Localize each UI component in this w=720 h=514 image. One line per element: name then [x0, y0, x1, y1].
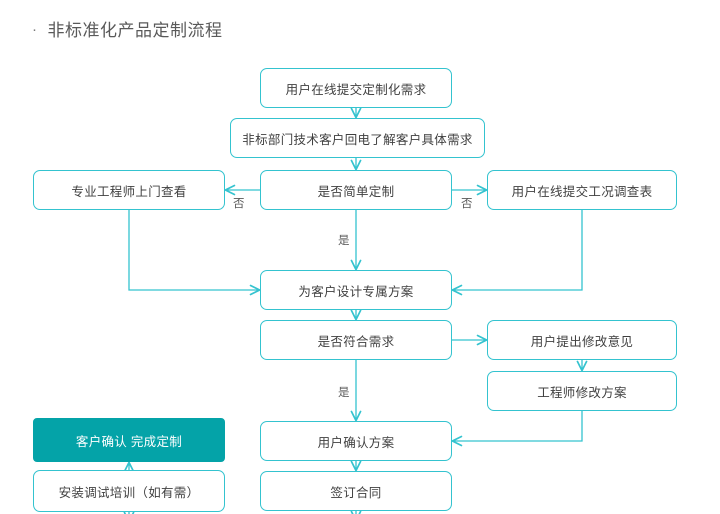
edge-n9-n10 — [451, 411, 583, 447]
node-label: 用户在线提交工况调查表 — [511, 184, 653, 199]
node-submit-custom-request[interactable]: 用户在线提交定制化需求 — [260, 68, 452, 108]
node-design-exclusive-plan[interactable]: 为客户设计专属方案 — [260, 270, 452, 310]
node-engineer-revise-plan[interactable]: 工程师修改方案 — [487, 371, 677, 411]
edge-label-yes-upper: 是 — [338, 235, 350, 247]
bullet-icon: · — [32, 21, 38, 38]
node-sign-contract[interactable]: 签订合同 — [260, 471, 452, 511]
node-label: 专业工程师上门查看 — [71, 184, 187, 199]
node-submit-condition-survey[interactable]: 用户在线提交工况调查表 — [487, 170, 677, 210]
edge-label-no-left: 否 — [233, 198, 245, 210]
node-label: 工程师修改方案 — [537, 385, 627, 400]
node-label: 为客户设计专属方案 — [298, 284, 414, 299]
node-label: 用户确认方案 — [317, 435, 395, 450]
edge-n4-n6 — [128, 210, 261, 296]
node-customer-confirm-complete[interactable]: 客户确认 完成定制 — [33, 418, 225, 462]
edge-label-yes-lower: 是 — [338, 387, 350, 399]
node-label: 签订合同 — [330, 485, 382, 500]
edge-n5-n6 — [451, 210, 583, 296]
node-label: 非标部门技术客户回电了解客户具体需求 — [242, 132, 473, 147]
node-is-simple-customization[interactable]: 是否简单定制 — [260, 170, 452, 210]
node-label: 是否符合需求 — [317, 334, 395, 349]
node-install-debug-training[interactable]: 安装调试培训（如有需） — [33, 470, 225, 512]
edge-label-no-right: 否 — [461, 198, 473, 210]
page-title: · 非标准化产品定制流程 — [32, 16, 223, 41]
node-user-confirm-plan[interactable]: 用户确认方案 — [260, 421, 452, 461]
node-engineer-onsite-inspection[interactable]: 专业工程师上门查看 — [33, 170, 225, 210]
node-label: 用户提出修改意见 — [530, 334, 634, 349]
node-meets-requirements[interactable]: 是否符合需求 — [260, 320, 452, 360]
node-callback-understand-needs[interactable]: 非标部门技术客户回电了解客户具体需求 — [230, 118, 485, 158]
node-user-revision-feedback[interactable]: 用户提出修改意见 — [487, 320, 677, 360]
node-label: 用户在线提交定制化需求 — [285, 82, 427, 97]
page-title-text: 非标准化产品定制流程 — [47, 21, 223, 40]
node-label: 安装调试培训（如有需） — [58, 485, 200, 500]
node-label: 客户确认 完成定制 — [75, 434, 183, 449]
node-label: 是否简单定制 — [317, 184, 395, 199]
